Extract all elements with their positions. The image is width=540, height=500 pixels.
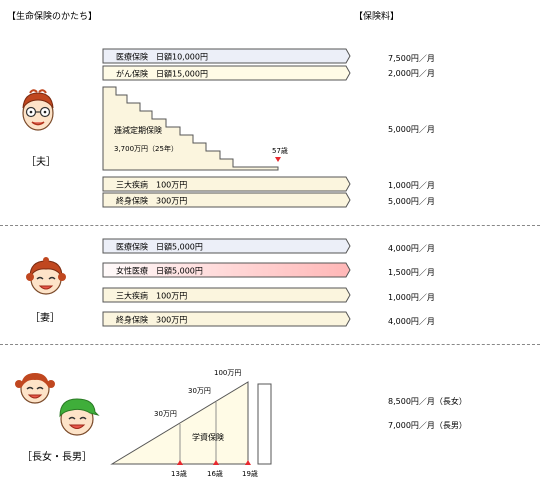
policy-text: 終身保険 300万円	[116, 315, 187, 325]
section-header-premium: 【保険料】	[354, 12, 400, 22]
age-label: 16歳	[207, 469, 223, 478]
age-marker-icon	[275, 157, 281, 162]
policy-bar: 三大疾病 100万円	[102, 287, 351, 303]
age-label: 19歳	[242, 469, 258, 478]
section-header-coverage: 【生命保険のかたち】	[7, 12, 98, 22]
premium-value: 7,000円／月（長男）	[388, 421, 467, 430]
age-marker-icon	[245, 460, 251, 465]
premium-value: 7,500円／月	[388, 54, 435, 63]
policy-bar: がん保険 日額15,000円	[102, 65, 351, 81]
policy-text: 三大疾病 100万円	[116, 291, 187, 301]
premium-value: 1,000円／月	[388, 293, 435, 302]
husband-label: ［夫］	[26, 157, 56, 168]
policy-text: 医療保険 日額5,000円	[116, 242, 203, 252]
policy-text: 終身保険 300万円	[116, 196, 187, 206]
wife-face-icon	[26, 257, 66, 295]
premium-value: 5,000円／月	[388, 125, 435, 134]
section-divider	[0, 225, 540, 226]
policy-text: 逓減定期保険	[114, 125, 162, 135]
policy-text: 女性医療 日額5,000円	[116, 266, 203, 276]
policy-bar: 終身保険 300万円	[102, 311, 351, 327]
age-marker-icon	[177, 460, 183, 465]
policy-bar: 女性医療 日額5,000円	[102, 262, 351, 278]
policy-bar: 医療保険 日額10,000円	[102, 48, 351, 64]
son-face-icon	[59, 398, 100, 436]
premium-value: 2,000円／月	[388, 69, 435, 78]
children-label: ［長女・長男］	[22, 452, 92, 463]
husband-policies: 医療保険 日額10,000円 がん保険 日額15,000円 逓減定期保険 3,7…	[102, 48, 351, 208]
amount-label: 30万円	[154, 410, 177, 418]
age-marker-icon	[213, 460, 219, 465]
premium-value: 4,000円／月	[388, 317, 435, 326]
policy-text: 医療保険 日額10,000円	[116, 52, 208, 62]
policy-bar: 三大疾病 100万円	[102, 176, 351, 192]
wife-policies: 医療保険 日額5,000円 女性医療 日額5,000円 三大疾病 100万円 終…	[102, 238, 351, 327]
premium-value: 8,500円／月（長女）	[388, 397, 467, 406]
age-label: 13歳	[171, 469, 187, 478]
premium-value: 4,000円／月	[388, 244, 435, 253]
amount-label: 100万円	[214, 369, 241, 377]
payout-bar	[257, 383, 272, 465]
policy-bar: 医療保険 日額5,000円	[102, 238, 351, 254]
wife-label: ［妻］	[30, 313, 60, 324]
premium-value: 1,000円／月	[388, 181, 435, 190]
daughter-face-icon	[15, 373, 55, 404]
decreasing-term-staircase: 逓減定期保険 3,700万円（25年） 57歳	[102, 86, 288, 171]
education-insurance-chart: 学資保険 30万円 30万円 100万円 13歳 16歳 19歳	[110, 369, 272, 478]
premium-value: 5,000円／月	[388, 197, 435, 206]
policy-text: 三大疾病 100万円	[116, 180, 187, 190]
policy-text: がん保険 日額15,000円	[116, 69, 208, 79]
section-divider	[0, 344, 540, 345]
husband-face-icon	[22, 89, 54, 131]
policy-detail: 3,700万円（25年）	[114, 144, 178, 153]
amount-label: 30万円	[188, 387, 211, 395]
policy-text: 学資保険	[192, 432, 224, 442]
policy-bar: 終身保険 300万円	[102, 192, 351, 208]
age-marker-label: 57歳	[272, 146, 288, 155]
premium-value: 1,500円／月	[388, 268, 435, 277]
